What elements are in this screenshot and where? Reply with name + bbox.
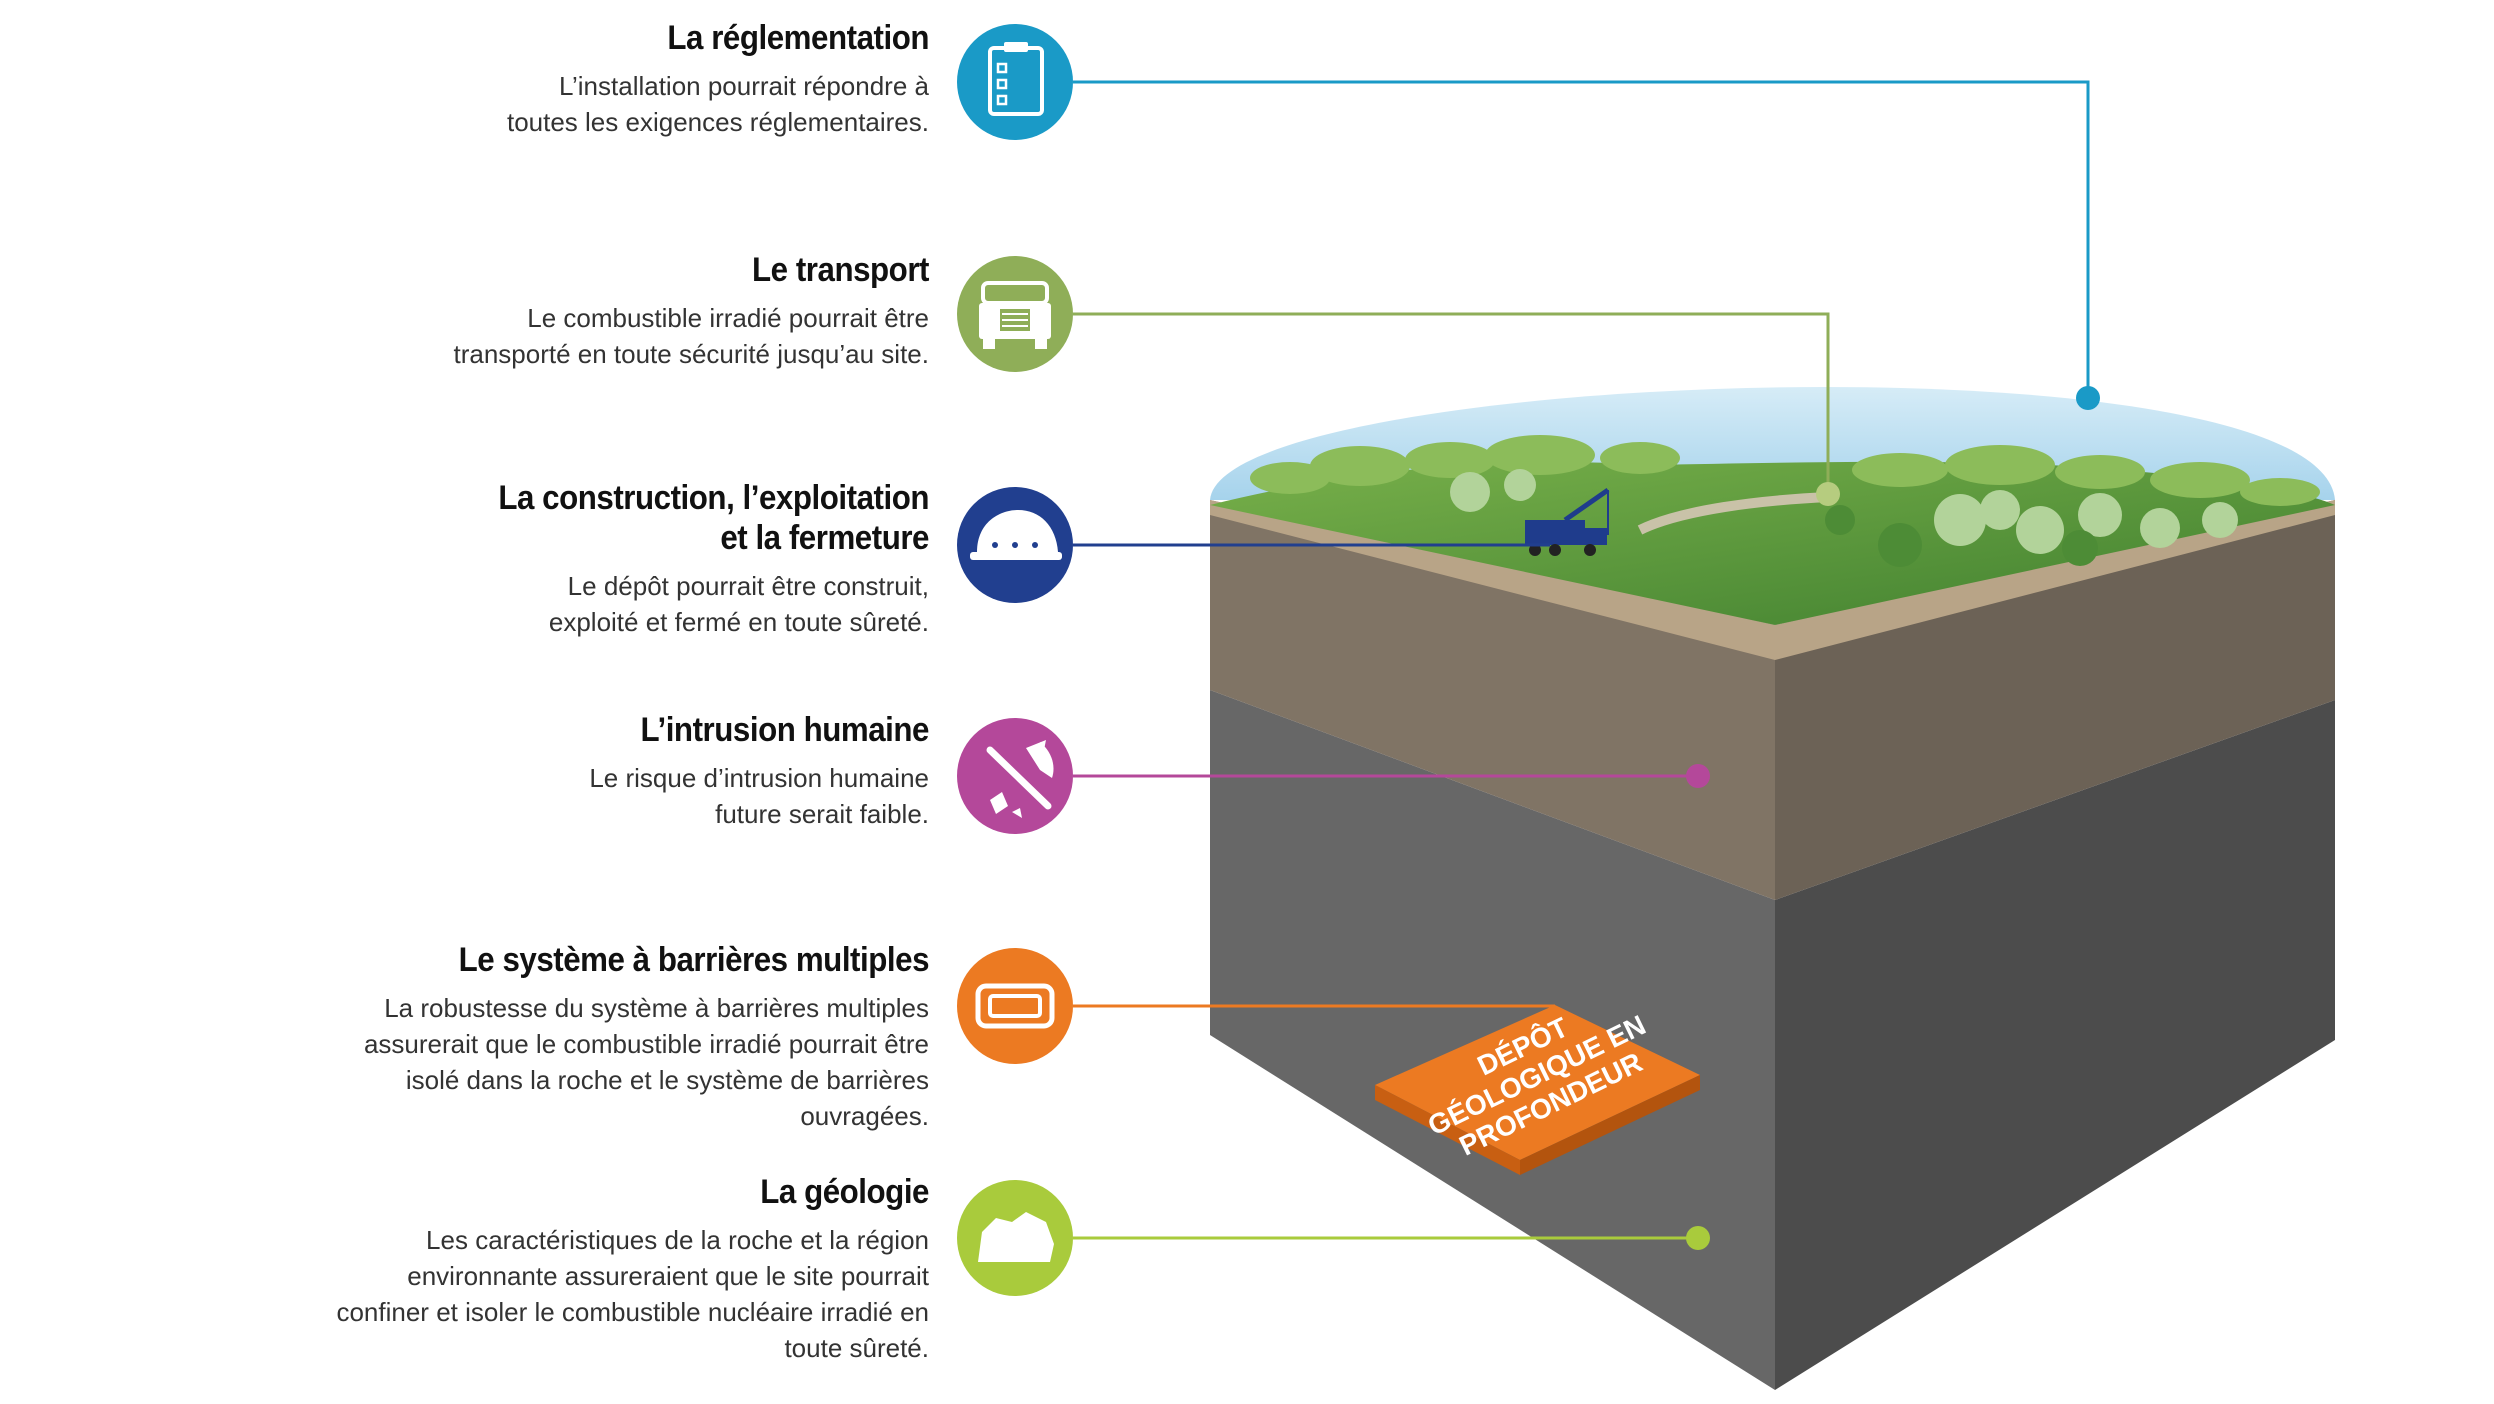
criterion-title: La construction, l’exploitation et la fe… xyxy=(498,479,929,557)
marker-dot-reglementation xyxy=(2076,386,2100,410)
tree-line xyxy=(1250,435,2320,506)
criterion-title: La réglementation xyxy=(667,19,929,57)
marker-dot-transport xyxy=(1816,482,1840,506)
criterion-description: Le risque d’intrusion humaine future ser… xyxy=(589,763,929,829)
bedrock-side xyxy=(1775,700,2335,1390)
criterion-intrusion: L’intrusion humaine Le risque d’intrusio… xyxy=(169,710,929,832)
criterion-geologie: La géologie Les caractéristiques de la r… xyxy=(169,1172,929,1366)
criterion-description: Le combustible irradié pourrait être tra… xyxy=(453,303,929,369)
marker-dot-geologie xyxy=(1686,1226,1710,1250)
criterion-transport: Le transport Le combustible irradié pour… xyxy=(169,250,929,372)
criterion-title: L’intrusion humaine xyxy=(640,711,930,749)
criterion-reglementation: La réglementation L’installation pourrai… xyxy=(169,18,929,140)
criterion-title: Le transport xyxy=(752,251,929,289)
hard-hat-icon xyxy=(957,487,1073,603)
criterion-description: L’installation pourrait répondre à toute… xyxy=(506,71,929,137)
criterion-description: La robustesse du système à barrières mul… xyxy=(363,993,929,1131)
criterion-description: Les caractéristiques de la roche et la r… xyxy=(336,1225,929,1363)
criterion-barrieres: Le système à barrières multiples La robu… xyxy=(169,940,930,1134)
deep-geological-repository xyxy=(1375,1005,1700,1175)
truck-icon xyxy=(957,256,1073,372)
criterion-description: Le dépôt pourrait être construit, exploi… xyxy=(548,571,929,637)
marker-dot-intrusion xyxy=(1686,764,1710,788)
dark-trees xyxy=(1825,505,2098,567)
soil-edge xyxy=(1210,500,2335,660)
rock-icon xyxy=(957,1180,1073,1296)
criterion-title: Le système à barrières multiples xyxy=(458,941,930,979)
barrier-container-icon xyxy=(957,948,1073,1064)
criterion-title: La géologie xyxy=(760,1173,929,1211)
pickaxe-icon xyxy=(957,718,1073,834)
connector-transport xyxy=(1073,312,1830,492)
criterion-construction: La construction, l’exploitation et la fe… xyxy=(169,478,929,640)
clipboard-checklist-icon xyxy=(957,24,1073,140)
tree-clusters xyxy=(1450,469,2238,554)
crane-truck xyxy=(1525,487,1610,556)
connector-reglementation xyxy=(1073,80,2090,398)
access-road xyxy=(1637,492,1831,535)
ground-surface xyxy=(1210,461,2335,625)
